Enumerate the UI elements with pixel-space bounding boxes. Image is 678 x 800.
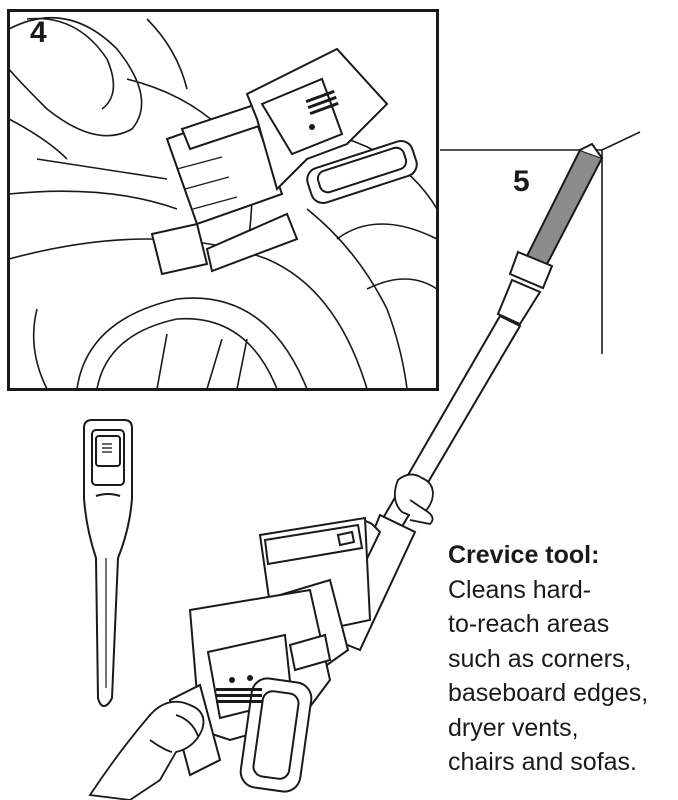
- wall-corner-lines: [440, 131, 641, 354]
- description-line: dryer vents,: [448, 713, 579, 742]
- wall-corner: [440, 128, 645, 356]
- steering-wheel-shape: [8, 17, 143, 137]
- crevice-tool-tip-icon: [523, 142, 604, 270]
- crevice-tool-icon: [83, 419, 133, 708]
- vent-grille-inset: [305, 89, 339, 130]
- description-line: baseboard edges,: [448, 679, 649, 707]
- description-line: to-reach areas: [448, 610, 610, 638]
- stick-vacuum-illustration: [80, 140, 620, 800]
- description-line: chairs and sofas.: [448, 748, 637, 776]
- description-title: Crevice tool:: [448, 541, 600, 569]
- upper-hand-icon: [393, 473, 434, 525]
- step-4-number: 4: [30, 16, 47, 49]
- description-line: such as corners,: [448, 644, 632, 673]
- stick-vacuum-icon: [88, 142, 604, 800]
- handheld-vacuum-inset: [150, 47, 418, 276]
- step-5-number: 5: [513, 165, 530, 198]
- car-interior-illustration: [7, 9, 439, 391]
- lower-hand-icon: [88, 700, 205, 800]
- step-4-panel: [7, 9, 439, 391]
- vent-grille-main: [216, 675, 262, 703]
- crevice-tool-illustration: [78, 418, 138, 708]
- crevice-tool-description: Crevice tool: Cleans hard- to-reach area…: [448, 538, 674, 780]
- description-line: Cleans hard-: [448, 575, 592, 604]
